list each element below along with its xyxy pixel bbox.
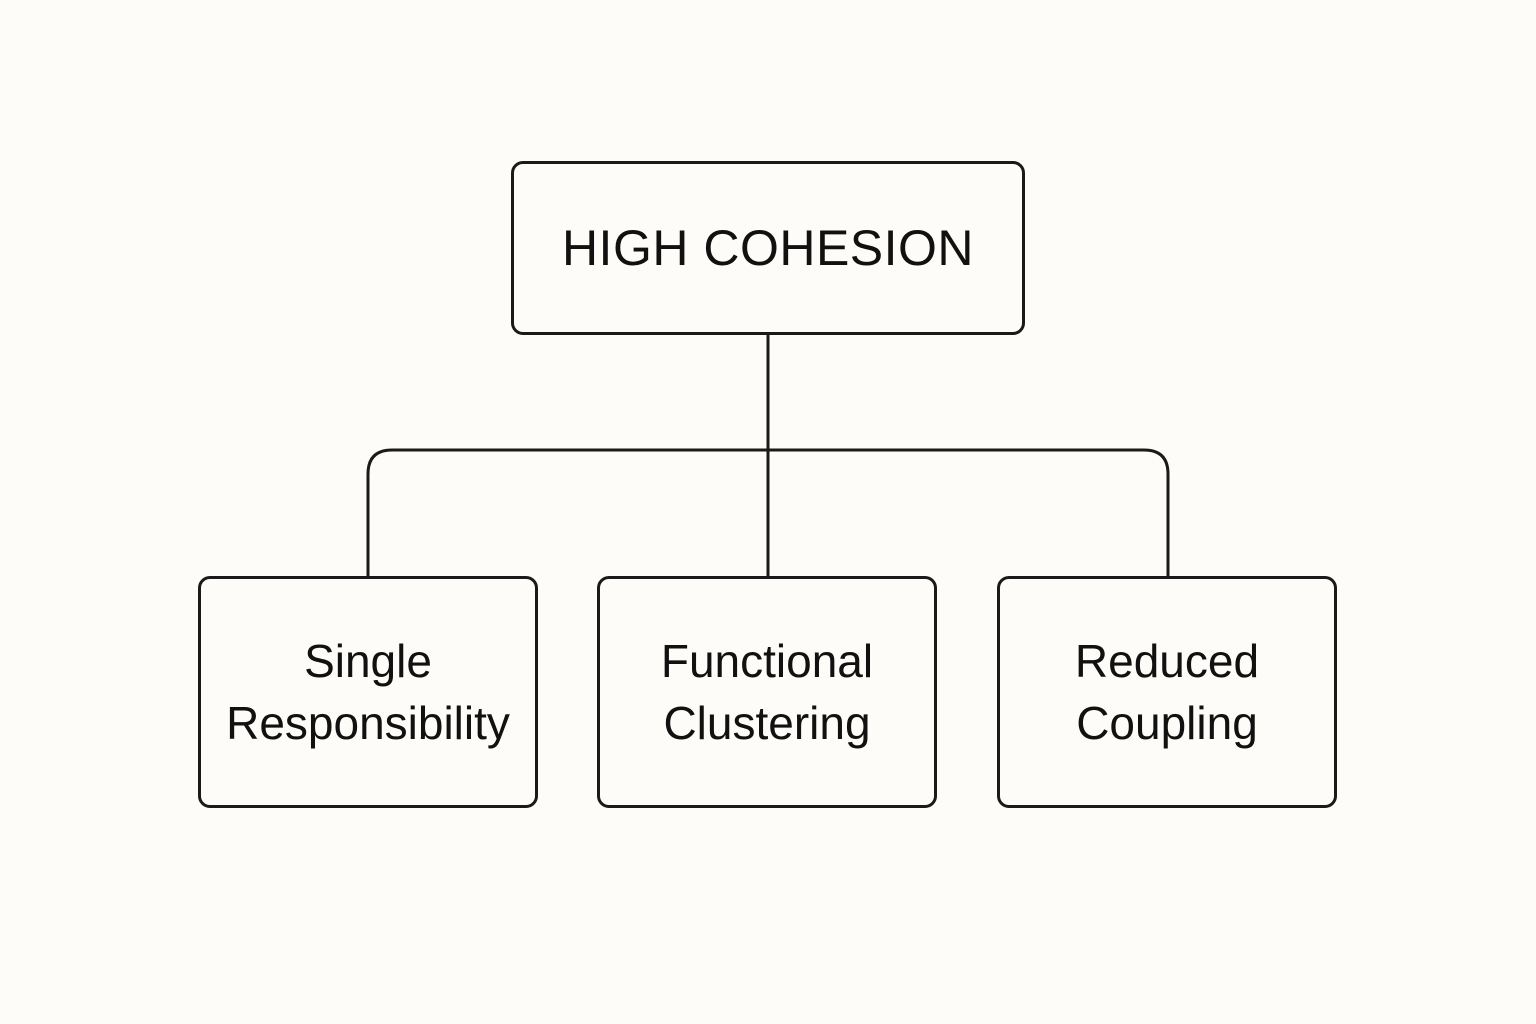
connector-branch-left xyxy=(366,448,768,576)
connector-branch-right xyxy=(768,448,1170,576)
child-node-label-line-2: Coupling xyxy=(1076,697,1258,749)
root-node-high-cohesion: HIGH COHESION xyxy=(511,161,1025,335)
root-node-label: HIGH COHESION xyxy=(561,220,975,276)
child-node-label-line-1: Functional xyxy=(660,635,874,687)
child-node-functional-clustering: Functional Clustering xyxy=(597,576,937,808)
child-node-label-line-2: Responsibility xyxy=(226,697,510,749)
child-node-label-line-1: Reduced xyxy=(1074,635,1260,687)
child-node-single-responsibility: Single Responsibility xyxy=(198,576,538,808)
child-node-reduced-coupling: Reduced Coupling xyxy=(997,576,1337,808)
child-node-label-line-2: Clustering xyxy=(663,697,871,749)
child-node-label-line-1: Single xyxy=(304,635,432,687)
